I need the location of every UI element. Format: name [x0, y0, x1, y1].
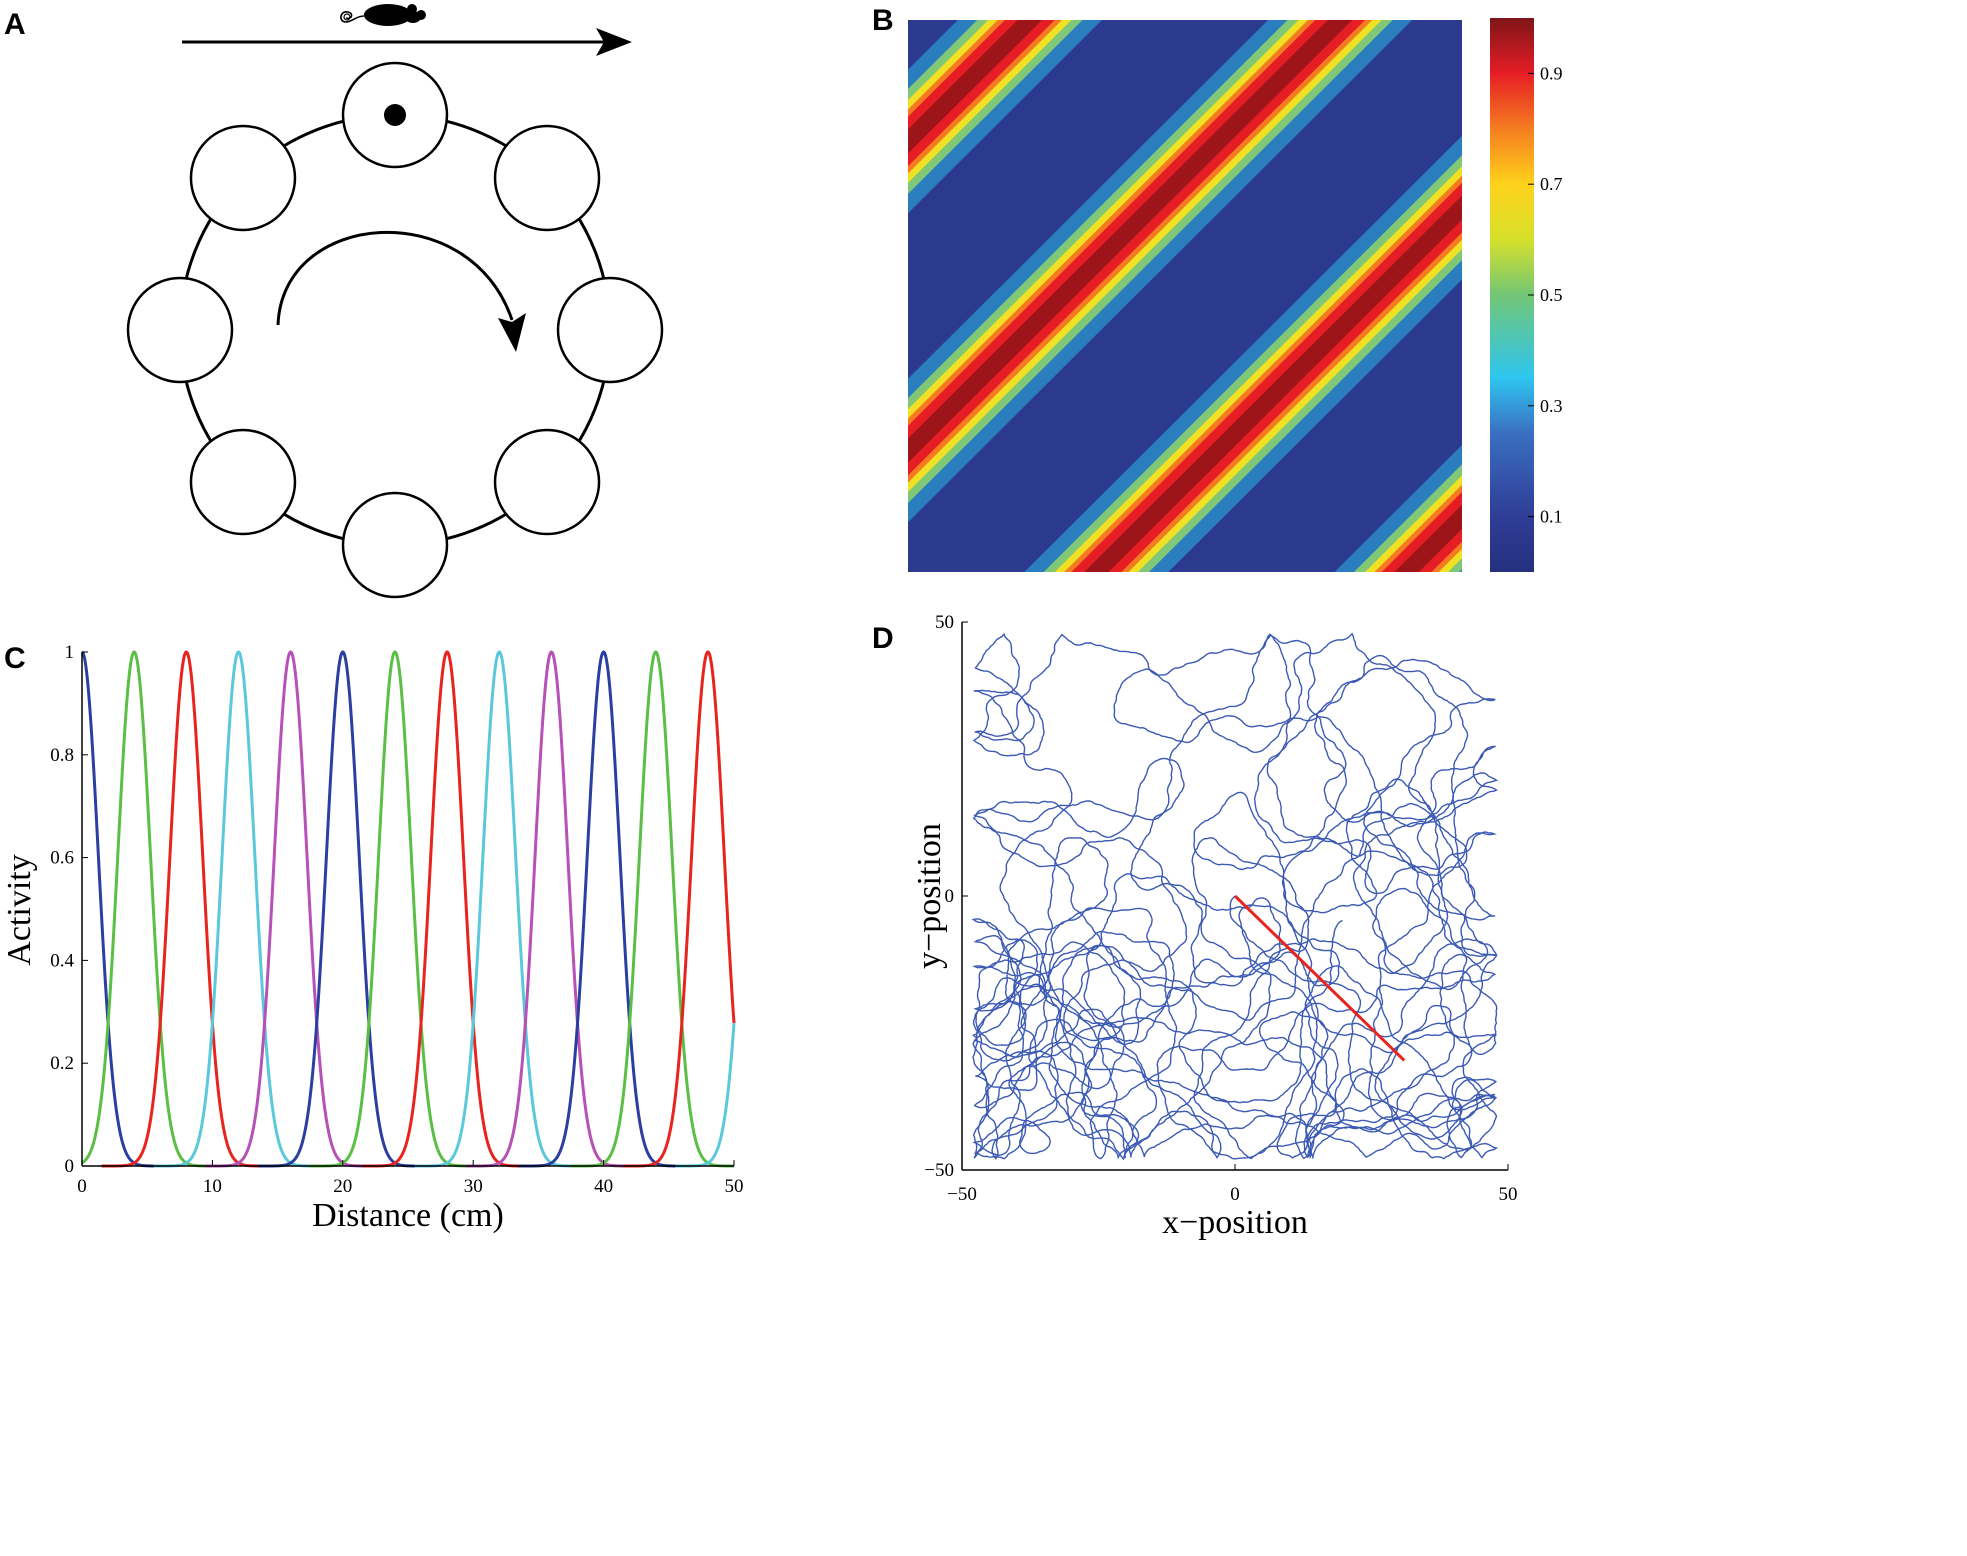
movement-arrow-head	[596, 28, 632, 56]
neuron-circle	[189, 428, 297, 536]
neuron-circle	[126, 276, 234, 384]
c-x-tick-label: 20	[333, 1176, 352, 1197]
tuning-curve	[518, 650, 689, 1168]
heatmap-band	[1043, 155, 1462, 572]
heatmap-band	[1084, 195, 1462, 572]
colorbar-tick-label: 0.1	[1540, 507, 1563, 527]
c-x-tick-label: 30	[464, 1176, 483, 1197]
neuron-circle	[493, 428, 601, 536]
tuning-curve	[623, 650, 736, 1168]
d-y-tick-label: 0	[945, 886, 955, 907]
d-y-axis-label: y−position	[911, 823, 948, 969]
heatmap-band	[1024, 135, 1462, 572]
neuron-circle	[341, 491, 449, 599]
c-x-axis-label: Distance (cm)	[312, 1197, 504, 1234]
c-x-tick-label: 40	[594, 1176, 613, 1197]
neuron-circle	[556, 276, 664, 384]
d-x-tick-label: −50	[947, 1184, 977, 1205]
heatmap-band	[908, 20, 1413, 523]
tuning-curve	[153, 650, 323, 1168]
tuning-curve	[258, 650, 427, 1168]
heatmap-band	[1054, 166, 1462, 572]
d-x-tick-label: 50	[1499, 1184, 1518, 1205]
c-x-tick-label: 10	[203, 1176, 222, 1197]
heatmap-band	[1394, 504, 1462, 572]
panel-letter-a: A	[4, 8, 26, 41]
weight-matrix-heatmap: 0.1 0.3 0.5 0.7 0.9	[908, 18, 1563, 572]
heatmap-band	[1381, 491, 1462, 572]
heatmap-band	[908, 20, 1043, 154]
tuning-curve	[466, 650, 637, 1168]
heatmap-band	[908, 20, 1366, 476]
trajectory-path	[971, 632, 1499, 1161]
c-y-tick-label: 0.4	[50, 950, 74, 971]
c-y-tick-label: 0.8	[50, 745, 74, 766]
colorbar-tick-label: 0.5	[1540, 285, 1563, 305]
c-x-tick-label: 50	[725, 1176, 744, 1197]
trajectory-path-group	[971, 632, 1499, 1161]
colorbar-tick-label: 0.7	[1540, 174, 1563, 194]
rotation-arrow-head	[498, 313, 526, 352]
d-y-tick-label: −50	[924, 1160, 954, 1181]
panel-letter-b: B	[872, 4, 894, 37]
tuning-curve	[101, 650, 271, 1168]
panel-letter-c: C	[4, 642, 26, 675]
colorbar-tick-label: 0.9	[1540, 63, 1563, 83]
c-y-tick-label: 0.6	[50, 848, 74, 869]
heatmap-band	[908, 20, 1353, 463]
heatmap-band	[908, 20, 1382, 492]
neuron-circle	[189, 124, 297, 232]
colorbar	[1490, 18, 1534, 572]
heatmap-band	[1064, 175, 1462, 572]
d-y-tick-label: 50	[935, 612, 954, 633]
d-x-axis-label: x−position	[1162, 1204, 1308, 1241]
tuning-curve	[205, 650, 375, 1168]
drift-line	[1233, 894, 1406, 1062]
ring-attractor-diagram	[126, 4, 664, 599]
c-y-tick-label: 1	[65, 642, 75, 663]
colorbar-tick-label: 0.3	[1540, 396, 1563, 416]
d-x-tick-label: 0	[1230, 1184, 1240, 1205]
tuning-curve	[310, 650, 480, 1168]
heatmap-bands	[908, 20, 1462, 572]
tuning-curve	[414, 650, 585, 1168]
activity-bump-dot	[384, 104, 406, 126]
mouse-icon	[340, 4, 426, 26]
c-y-tick-label: 0	[65, 1156, 75, 1177]
heatmap-band	[1071, 182, 1462, 572]
rotation-arrow	[276, 230, 514, 326]
c-x-tick-label: 0	[77, 1176, 87, 1197]
panel-letter-d: D	[872, 622, 894, 655]
c-y-axis-label: Activity	[1, 854, 38, 965]
heatmap-band	[908, 20, 1063, 174]
heatmap-band	[908, 20, 1055, 167]
tuning-curve	[362, 650, 532, 1168]
trajectory-plot: −50 0 50 −50 0 50 x−position y−position	[911, 612, 1518, 1241]
heatmap-band	[908, 20, 1072, 183]
neuron-circle	[493, 124, 601, 232]
c-y-tick-label: 0.2	[50, 1053, 74, 1074]
